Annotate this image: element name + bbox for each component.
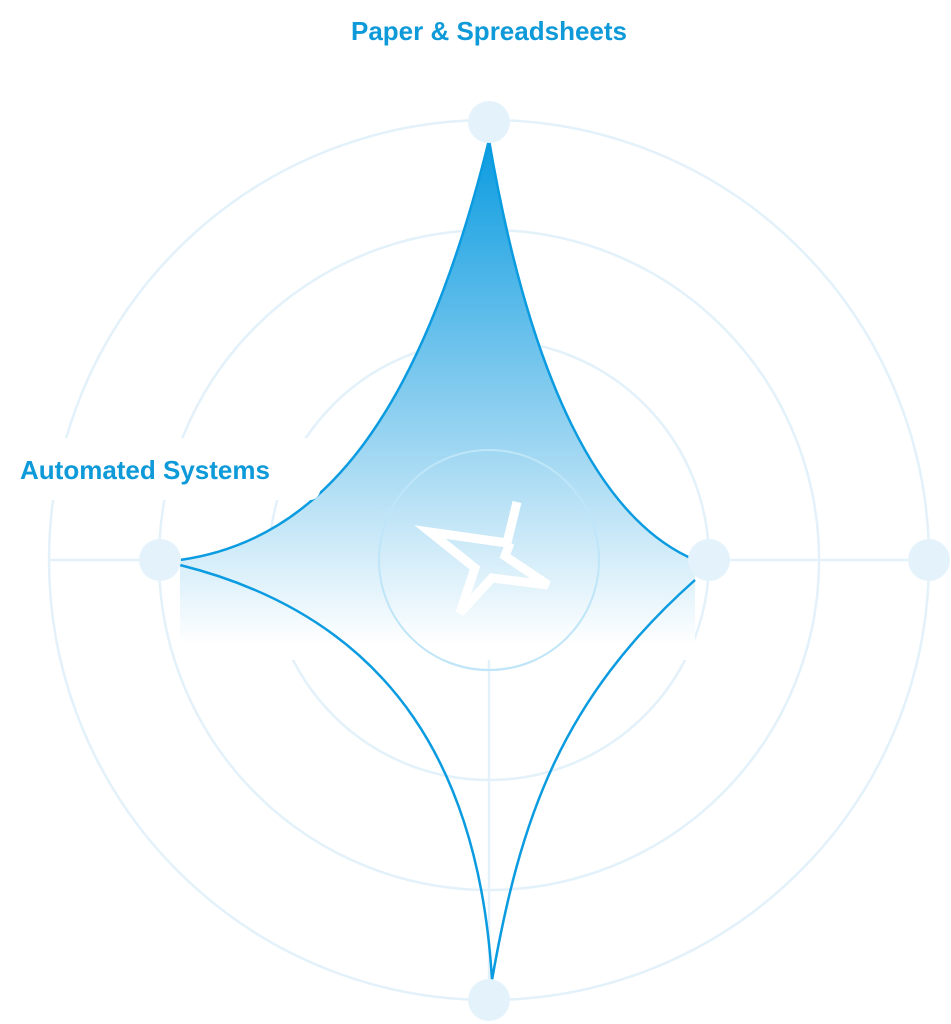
axis-label-left-box <box>8 438 320 500</box>
axis-nodes <box>139 101 950 1021</box>
node-bottom <box>468 979 510 1021</box>
axis-label-left: Automated Systems <box>20 455 270 485</box>
upper-filled-area <box>180 140 695 660</box>
center-ring <box>378 449 600 671</box>
node-left <box>139 539 181 581</box>
node-right-outer <box>908 539 950 581</box>
axis-label-top: Paper & Spreadsheets <box>350 16 627 46</box>
node-top <box>468 101 510 143</box>
node-right-inner <box>688 539 730 581</box>
four-point-star-icon <box>414 500 551 617</box>
